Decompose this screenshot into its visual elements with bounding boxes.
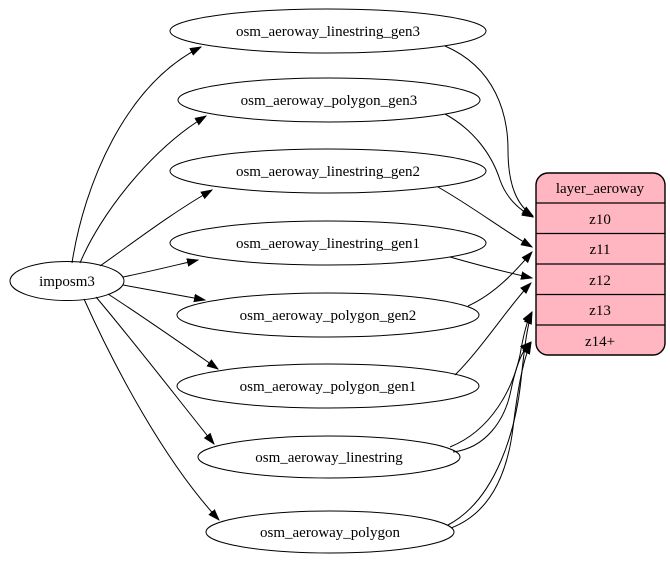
node-osm-aeroway-linestring-gen1: osm_aeroway_linestring_gen1 xyxy=(169,220,487,266)
imposm3-label: imposm3 xyxy=(39,274,95,290)
edge-imposm3-to-osm-aeroway-polygon-gen2 xyxy=(122,284,205,300)
imposm3-ellipse xyxy=(9,261,125,301)
edge-imposm3-to-osm-aeroway-polygon xyxy=(83,298,219,520)
osm-aeroway-linestring-gen3-label: osm_aeroway_linestring_gen3 xyxy=(236,24,420,40)
osm-aeroway-linestring-label: osm_aeroway_linestring xyxy=(255,450,403,466)
edge-imposm3-to-osm-aeroway-linestring-gen1 xyxy=(122,260,198,278)
layer-aeroway-row-z11: z11 xyxy=(589,242,610,258)
layer-aeroway-row-z10: z10 xyxy=(589,212,611,228)
node-imposm3: imposm3 xyxy=(9,261,125,301)
node-osm-aeroway-linestring: osm_aeroway_linestring xyxy=(197,435,461,479)
edge-osm-aeroway-linestring-gen3-to-z10 xyxy=(444,45,533,216)
edge-imposm3-to-osm-aeroway-polygon-gen3 xyxy=(79,116,206,264)
node-osm-aeroway-linestring-gen3: osm_aeroway_linestring_gen3 xyxy=(169,8,487,54)
osm-aeroway-polygon-gen3-label: osm_aeroway_polygon_gen3 xyxy=(241,93,418,109)
osm-aeroway-polygon-gen2-ellipse xyxy=(176,292,480,338)
layer-aeroway-row-z13: z13 xyxy=(589,303,611,319)
osm-aeroway-polygon-label: osm_aeroway_polygon xyxy=(260,525,400,541)
edge-osm-aeroway-polygon-gen3-to-z10 xyxy=(444,113,533,217)
osm-aeroway-linestring-gen1-ellipse xyxy=(169,220,487,266)
edge-osm-aeroway-polygon-to-z14plus xyxy=(450,343,531,529)
edge-imposm3-to-osm-aeroway-linestring-gen2 xyxy=(99,190,212,267)
osm-aeroway-polygon-gen2-label: osm_aeroway_polygon_gen2 xyxy=(240,308,417,324)
osm-aeroway-linestring-gen1-label: osm_aeroway_linestring_gen1 xyxy=(236,236,420,252)
edge-osm-aeroway-polygon-gen2-to-z11 xyxy=(467,252,532,307)
osm-aeroway-linestring-gen3-ellipse xyxy=(169,8,487,54)
edge-osm-aeroway-linestring-gen2-to-z11 xyxy=(437,186,532,247)
osm-aeroway-polygon-gen1-label: osm_aeroway_polygon_gen1 xyxy=(240,379,417,395)
node-osm-aeroway-linestring-gen2: osm_aeroway_linestring_gen2 xyxy=(169,148,487,194)
layer-aeroway-row-z12: z12 xyxy=(589,273,611,289)
osm-aeroway-polygon-gen3-ellipse xyxy=(177,77,481,123)
osm-aeroway-linestring-gen2-label: osm_aeroway_linestring_gen2 xyxy=(236,164,420,180)
node-osm-aeroway-polygon-gen2: osm_aeroway_polygon_gen2 xyxy=(176,292,480,338)
edge-osm-aeroway-polygon-to-z13 xyxy=(447,313,532,526)
node-osm-aeroway-polygon-gen3: osm_aeroway_polygon_gen3 xyxy=(177,77,481,123)
osm-aeroway-polygon-gen1-ellipse xyxy=(176,363,480,409)
edge-imposm3-to-osm-aeroway-linestring xyxy=(95,296,214,444)
layer-aeroway-title: layer_aeroway xyxy=(556,181,645,197)
layer-aeroway-row-z14plus: z14+ xyxy=(585,334,615,350)
osm-aeroway-polygon-ellipse xyxy=(205,510,455,554)
edge-imposm3-to-osm-aeroway-linestring-gen3 xyxy=(71,47,201,264)
edge-imposm3-to-osm-aeroway-polygon-gen1 xyxy=(107,293,218,369)
edge-osm-aeroway-linestring-gen1-to-z12 xyxy=(449,256,532,278)
node-osm-aeroway-polygon: osm_aeroway_polygon xyxy=(205,510,455,554)
node-layer-aeroway: layer_aeroway z10 z11 z12 z13 z14+ xyxy=(535,172,666,356)
osm-aeroway-linestring-ellipse xyxy=(197,435,461,479)
edge-osm-aeroway-polygon-gen1-to-z12 xyxy=(454,283,531,376)
osm-aeroway-linestring-gen2-ellipse xyxy=(169,148,487,194)
node-osm-aeroway-polygon-gen1: osm_aeroway_polygon_gen1 xyxy=(176,363,480,409)
